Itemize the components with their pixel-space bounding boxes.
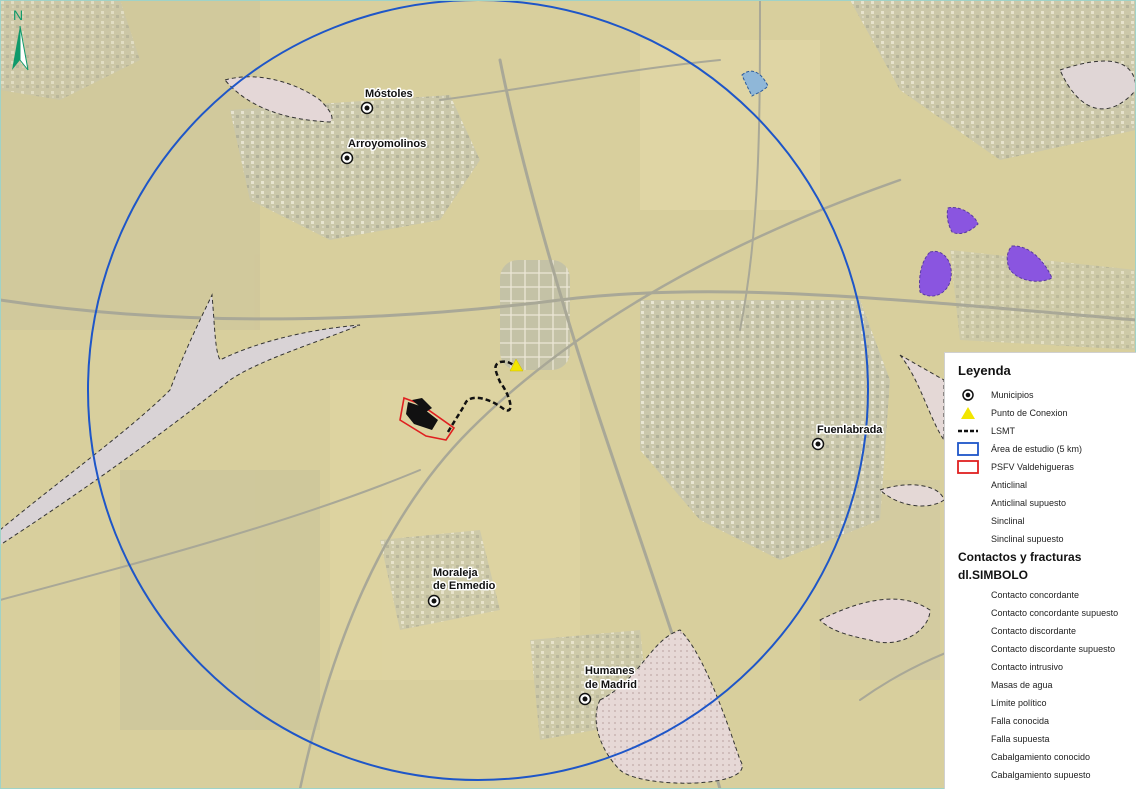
legend-label: Límite político	[991, 698, 1047, 708]
legend-item-sinclinal: Sinclinal	[945, 512, 1136, 530]
north-arrow: N	[12, 7, 29, 71]
legend-item-psfv: PSFV Valdehigueras	[945, 458, 1136, 476]
legend-label: PSFV Valdehigueras	[991, 462, 1074, 472]
municipality-fuenlabrada[interactable]: Fuenlabrada	[811, 423, 885, 451]
water-bodies	[741, 70, 1053, 297]
study-area-circle	[87, 0, 869, 781]
urban-areas	[0, 0, 1136, 740]
svg-text:de Madrid: de Madrid	[585, 679, 637, 691]
legend-label: Cabalgamiento supuesto	[991, 770, 1091, 780]
legend-panel: Leyenda Municipios Punto de Conexion LSM…	[944, 352, 1136, 789]
legend-subsection-heading: dl.SIMBOLO	[958, 568, 1028, 582]
legend-label: Falla supuesta	[991, 734, 1050, 744]
legend-contact-item: Contacto concordante supuesto	[945, 604, 1136, 622]
lsmt-line	[446, 360, 515, 433]
legend-item-punto-conexion: Punto de Conexion	[945, 404, 1136, 422]
legend-item-anticlinal: Anticlinal	[945, 476, 1136, 494]
municipality-label: Moraleja	[433, 567, 479, 579]
municipality-moraleja[interactable]: Moraleja de Enmedio	[427, 566, 497, 608]
svg-text:Fuenlabrada: Fuenlabrada	[817, 424, 883, 436]
psfv-plant	[399, 396, 456, 441]
protected-zones	[0, 60, 1136, 784]
svg-text:Humanes: Humanes	[585, 665, 635, 677]
red-box-icon	[957, 460, 979, 474]
legend-label: Municipios	[991, 390, 1034, 400]
legend-item-lsmt: LSMT	[945, 422, 1136, 440]
legend-contact-item: Contacto discordante supuesto	[945, 640, 1136, 658]
municipality-humanes[interactable]: Humanes de Madrid	[578, 664, 638, 706]
municipality-label: de Enmedio	[433, 580, 496, 592]
legend-label: Contacto discordante	[991, 626, 1077, 636]
north-label: N	[13, 7, 23, 23]
legend-label: Cabalgamiento conocido	[991, 752, 1091, 762]
legend-label: Contacto concordante supuesto	[991, 608, 1119, 618]
connection-point-triangle	[509, 358, 524, 372]
terrain-patches	[0, 0, 940, 730]
municipality-label: Móstoles	[365, 88, 413, 100]
municipality-arroyomolinos[interactable]: Arroyomolinos	[340, 137, 428, 165]
legend-label: Área de estudio (5 km)	[991, 444, 1083, 454]
legend-contact-item: Cabalgamiento supuesto	[945, 766, 1136, 784]
municipality-label: de Madrid	[585, 679, 637, 691]
legend-item-anticlinal-supuesto: Anticlinal supuesto	[945, 494, 1136, 512]
svg-text:de Enmedio: de Enmedio	[433, 580, 496, 592]
legend-label: Contacto concordante	[991, 590, 1080, 600]
legend-contact-item: Falla conocida	[945, 712, 1136, 730]
legend-contact-item: Contacto concordante	[945, 586, 1136, 604]
legend-label: Sinclinal supuesto	[991, 534, 1064, 544]
triangle-icon	[961, 407, 975, 419]
legend-label: Contacto discordante supuesto	[991, 644, 1116, 654]
legend-label: Masas de agua	[991, 680, 1053, 690]
legend-label: Sinclinal	[991, 516, 1025, 526]
legend-contact-item: Masas de agua	[945, 676, 1136, 694]
legend-label: LSMT	[991, 426, 1016, 436]
svg-text:Arroyomolinos: Arroyomolinos	[348, 138, 426, 150]
legend-contact-item: Contacto intrusivo	[945, 658, 1136, 676]
legend-item-area-estudio: Área de estudio (5 km)	[945, 440, 1136, 458]
legend-contact-item: Límite político	[945, 694, 1136, 712]
municipality-label: Fuenlabrada	[817, 424, 883, 436]
legend-label: Punto de Conexion	[991, 408, 1068, 418]
legend-contact-item: Falla supuesta	[945, 730, 1136, 748]
dashed-line-icon	[958, 429, 978, 433]
municipality-label: Arroyomolinos	[348, 138, 426, 150]
municipality-label: Humanes	[585, 665, 635, 677]
legend-label: Anticlinal	[991, 480, 1028, 490]
legend-contact-item: Contacto discordante	[945, 622, 1136, 640]
municipality-mostoles[interactable]: Móstoles	[360, 87, 414, 115]
blue-box-icon	[957, 442, 979, 456]
svg-text:Móstoles: Móstoles	[365, 88, 413, 100]
legend-contact-item: Cabalgamiento conocido	[945, 748, 1136, 766]
legend-item-sinclinal-supuesto: Sinclinal supuesto	[945, 530, 1136, 548]
legend-label: Falla conocida	[991, 716, 1050, 726]
municipio-icon	[962, 389, 974, 401]
legend-label: Contacto intrusivo	[991, 662, 1064, 672]
legend-title: Leyenda	[958, 363, 1011, 378]
legend-item-municipios: Municipios	[945, 386, 1136, 404]
municipality-markers: Móstoles Arroyomolinos Fuenlabrada Moral…	[340, 87, 885, 706]
svg-text:Moraleja: Moraleja	[433, 567, 479, 579]
legend-label: Anticlinal supuesto	[991, 498, 1067, 508]
legend-section-heading: Contactos y fracturas	[958, 550, 1082, 564]
